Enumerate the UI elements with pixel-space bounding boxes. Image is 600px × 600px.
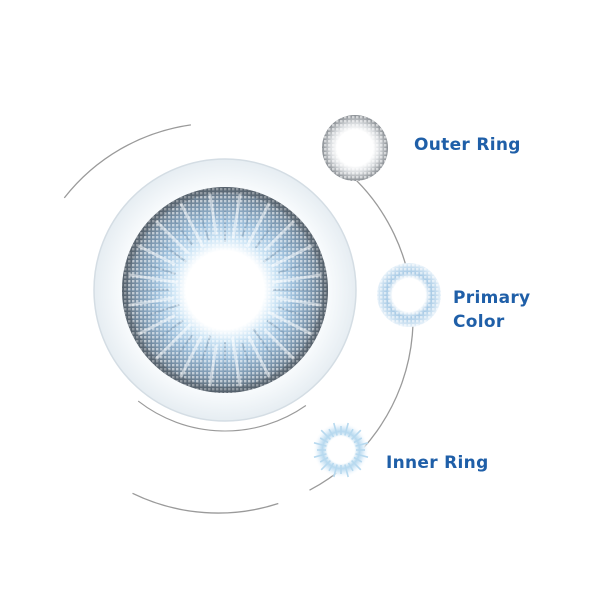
inner-ring-spike: [344, 464, 349, 478]
inner-ring-spike: [351, 460, 362, 471]
inner-ring-spike: [320, 429, 331, 440]
inner-ring-spike: [328, 462, 335, 472]
outer-ring-texture: [322, 115, 388, 181]
inner-ring-spike: [319, 437, 329, 444]
inner-ring-spike: [313, 453, 327, 458]
outer-ring-swatch: [322, 115, 388, 181]
inner-ring-spike: [347, 462, 354, 472]
inner-ring-spike: [355, 442, 369, 447]
lens-edge-arc: [137, 400, 307, 432]
inner-ring-spike: [333, 422, 338, 436]
outer-ring-label: Outer Ring: [414, 133, 521, 157]
inner-ring-spike: [355, 453, 369, 458]
primary-color-label-line2: Color: [453, 312, 505, 332]
inner-ring-spike: [351, 429, 362, 440]
inner-ring-swatch: [313, 422, 369, 478]
inner-ring-label-text: Inner Ring: [386, 453, 489, 473]
inner-ring-spike: [353, 456, 363, 463]
outer-ring-label-text: Outer Ring: [414, 135, 521, 155]
inner-ring-spike: [320, 460, 331, 471]
inner-ring-spikes: [313, 422, 369, 478]
inner-ring-spike: [347, 428, 354, 438]
iris-limbal-ring: [122, 187, 328, 393]
inner-ring-spike: [353, 437, 363, 444]
contact-lens: [93, 158, 357, 422]
inner-ring-spike: [313, 442, 327, 447]
outer-arc-top: [63, 124, 191, 199]
primary-color-texture: [377, 263, 441, 327]
primary-color-swatch: [377, 263, 441, 327]
primary-color-label-line1: Primary: [453, 288, 531, 308]
inner-ring-spike: [333, 464, 338, 478]
inner-ring-label: Inner Ring: [386, 451, 489, 475]
iris-dot-texture: [122, 187, 328, 393]
outer-arc-bottom: [132, 492, 279, 514]
inner-ring-spike: [344, 422, 349, 436]
primary-color-label: Primary Color: [453, 286, 530, 334]
inner-ring-spike: [319, 456, 329, 463]
inner-ring-spike: [328, 428, 335, 438]
